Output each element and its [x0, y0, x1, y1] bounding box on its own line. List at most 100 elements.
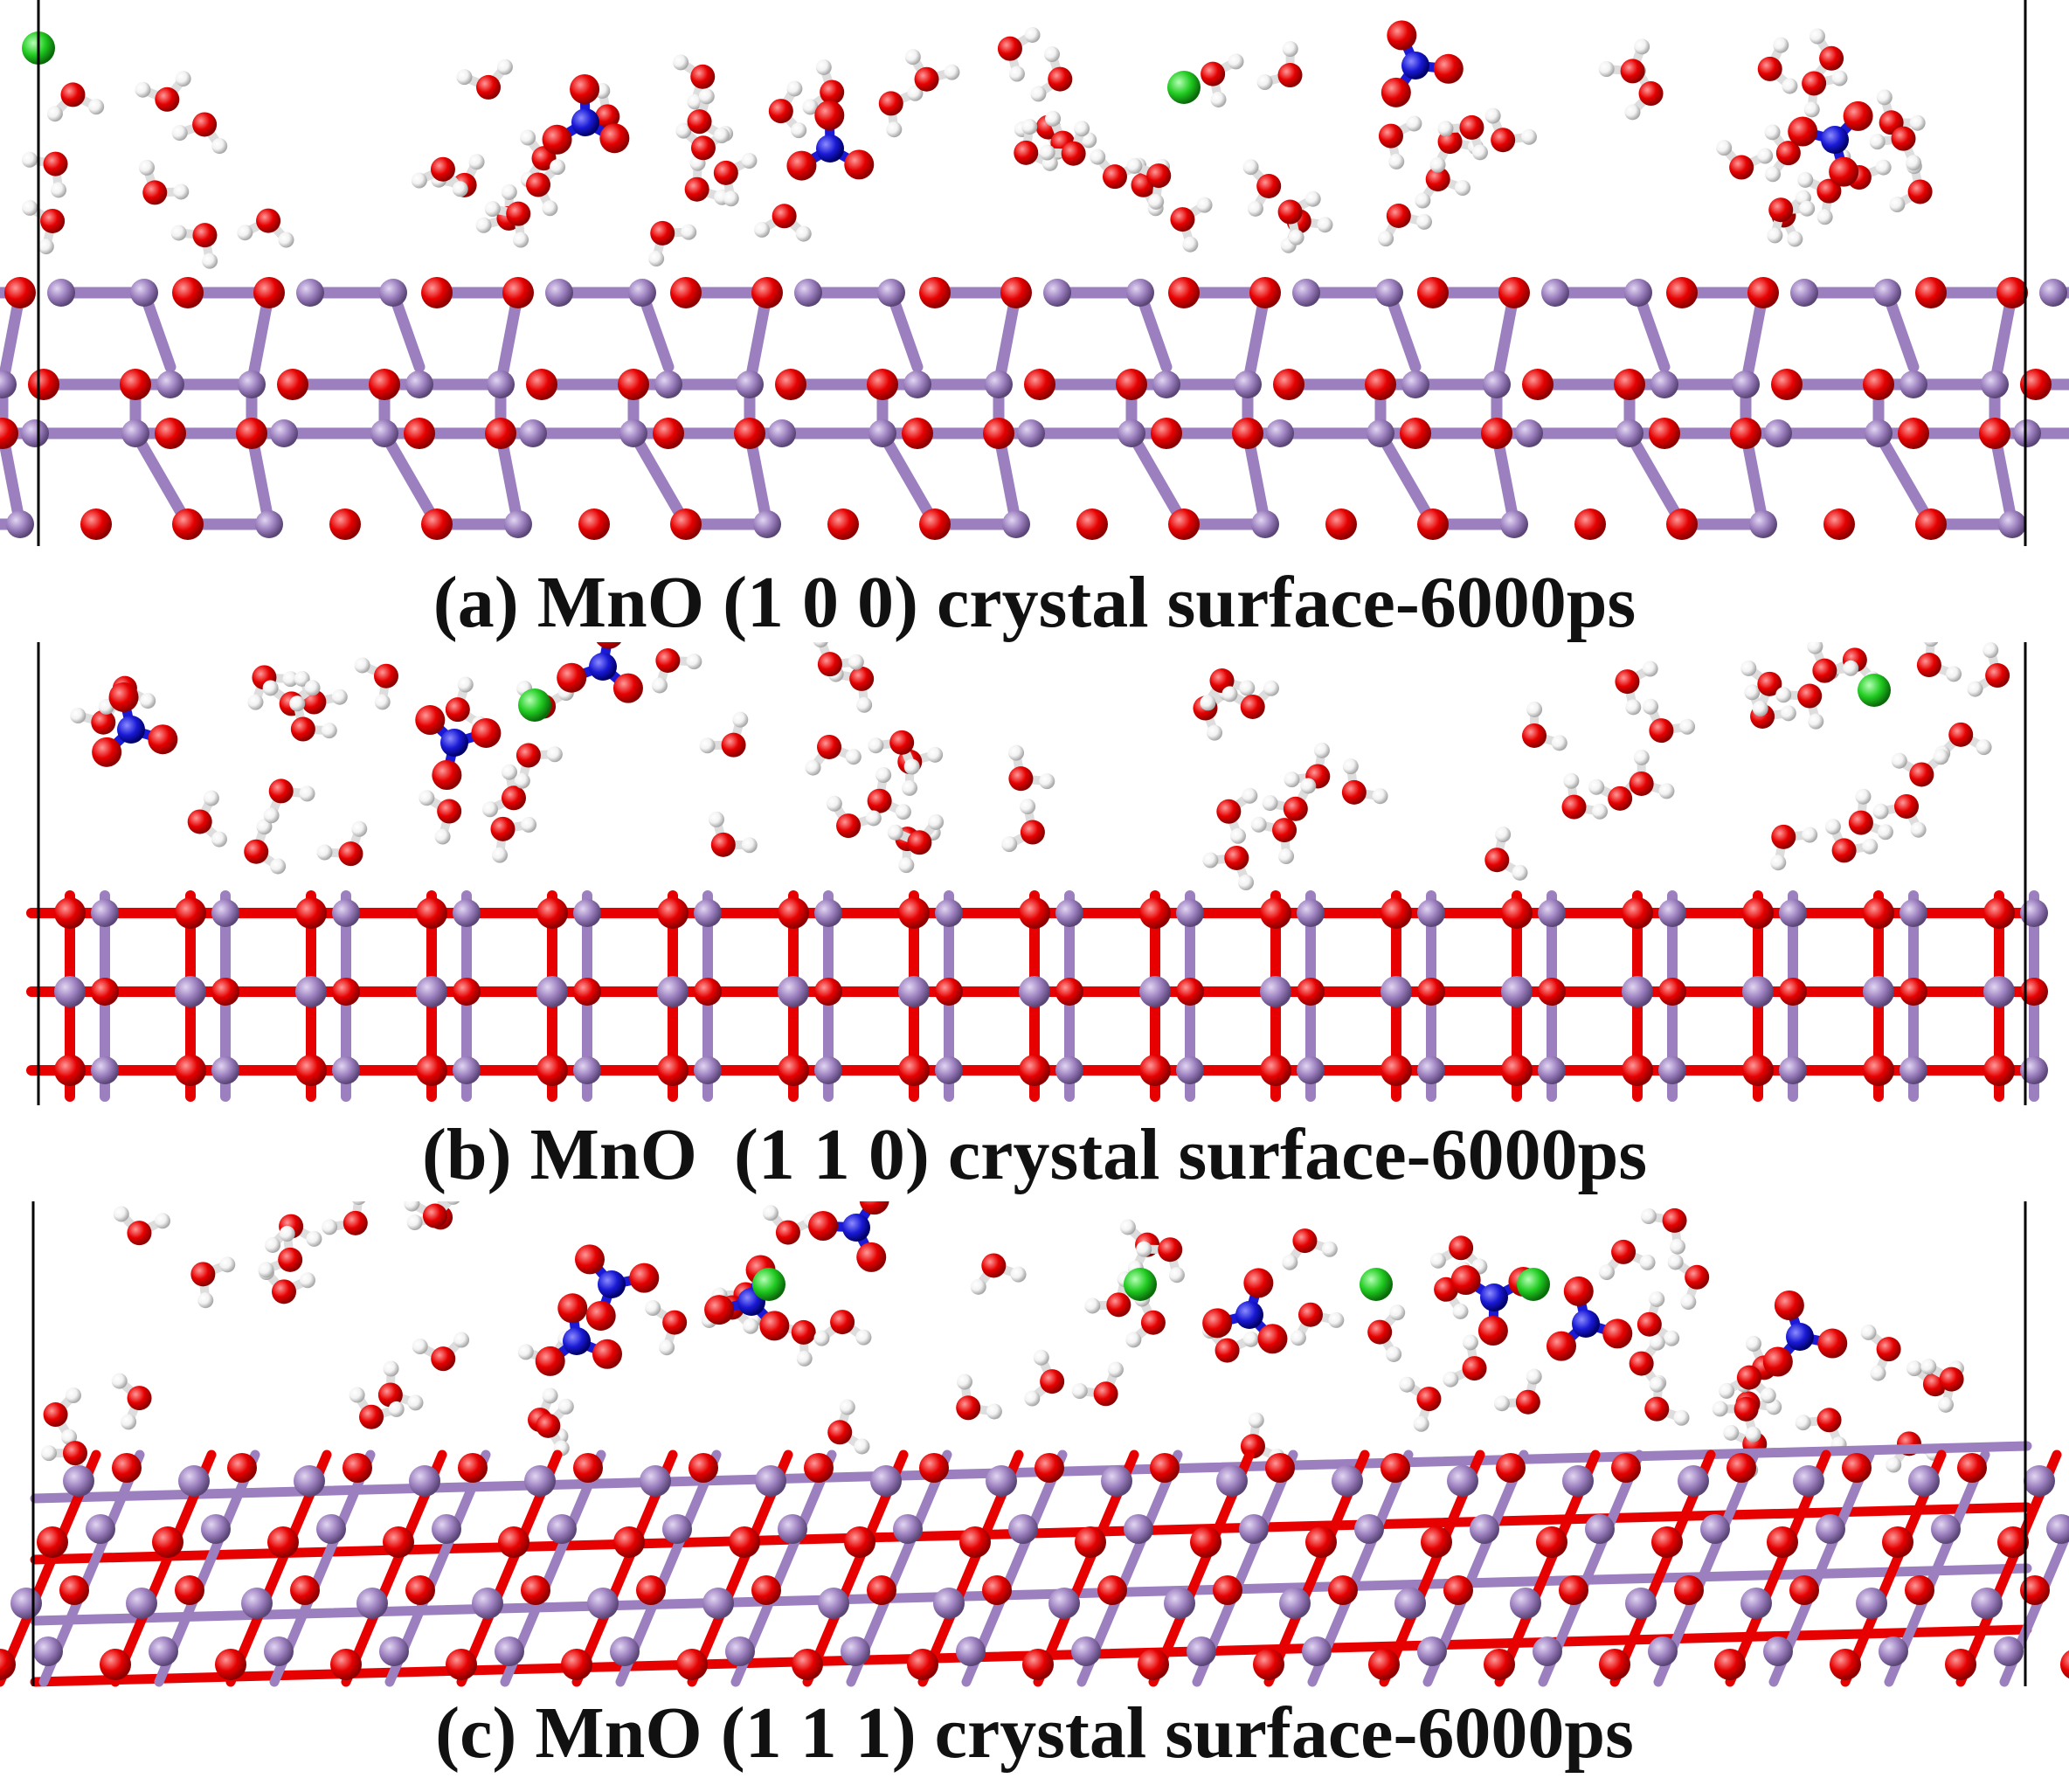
manganese-atom: [1658, 1056, 1686, 1084]
panel-c-caption: (c) MnO (1 1 1) crystal surface-6000ps: [435, 1692, 1634, 1774]
oxygen-atom: [1365, 369, 1396, 400]
oxygen-atom: [502, 785, 527, 811]
oxygen-atom: [1829, 156, 1859, 187]
hydrogen-atom: [1745, 1426, 1761, 1443]
manganese-atom: [1899, 1056, 1927, 1084]
manganese-atom: [1375, 279, 1403, 307]
manganese-atom: [1764, 419, 1792, 447]
manganese-atom: [1981, 370, 2009, 398]
hydrogen-atom: [140, 693, 156, 709]
manganese-atom: [54, 976, 86, 1007]
hydrogen-atom: [1282, 41, 1298, 58]
manganese-atom: [91, 1056, 119, 1084]
manganese-atom: [1732, 370, 1760, 398]
hydrogen-atom: [51, 182, 67, 198]
oxygen-atom: [40, 208, 66, 233]
manganese-atom: [1585, 1514, 1615, 1544]
oxygen-atom: [775, 369, 806, 400]
oxygen-atom: [1202, 1308, 1233, 1339]
manganese-atom: [255, 510, 283, 538]
chlorine-atom: [1167, 71, 1201, 104]
manganese-atom: [1779, 1056, 1807, 1084]
hydrogen-atom: [388, 1401, 405, 1417]
hydrogen-atom: [875, 767, 892, 784]
manganese-atom: [1763, 1636, 1793, 1666]
oxygen-atom: [416, 897, 447, 929]
oxygen-atom: [1789, 1575, 1819, 1605]
manganese-atom: [2013, 419, 2041, 447]
manganese-atom: [725, 1636, 755, 1666]
oxygen-atom: [1882, 1526, 1913, 1558]
hydrogen-atom: [1891, 752, 1907, 769]
manganese-atom: [2046, 1514, 2069, 1544]
hydrogen-atom: [170, 225, 187, 241]
oxygen-atom: [1224, 845, 1249, 870]
oxygen-atom: [1170, 207, 1195, 232]
hydrogen-atom: [1765, 166, 1782, 183]
hydrogen-atom: [1520, 128, 1537, 145]
hydrogen-atom: [299, 785, 315, 802]
manganese-atom: [1118, 419, 1145, 447]
manganese-atom: [1650, 370, 1678, 398]
hydrogen-atom: [907, 85, 924, 101]
manganese-atom: [1002, 510, 1030, 538]
oxygen-atom: [1602, 1318, 1633, 1349]
hydrogen-atom: [542, 200, 558, 217]
hydrogen-atom: [1084, 1297, 1101, 1314]
hydrogen-atom: [446, 1201, 460, 1205]
oxygen-atom: [1538, 978, 1566, 1006]
oxygen-atom: [1599, 1649, 1630, 1680]
manganese-atom: [1742, 976, 1774, 1007]
oxygen-atom: [175, 1575, 204, 1605]
oxygen-atom: [1863, 897, 1894, 929]
manganese-atom: [126, 1588, 157, 1619]
hydrogen-atom: [492, 847, 509, 863]
oxygen-atom: [867, 369, 898, 400]
oxygen-atom: [1450, 1265, 1481, 1296]
oxygen-atom: [43, 1402, 68, 1428]
hydrogen-atom: [1598, 61, 1615, 78]
oxygen-atom: [1138, 1649, 1169, 1680]
bond: [876, 427, 941, 530]
hydrogen-atom: [1780, 705, 1796, 722]
oxygen-atom: [1812, 658, 1837, 683]
hydrogen-atom: [1625, 699, 1642, 716]
oxygen-atom: [4, 277, 36, 308]
oxygen-atom: [1644, 1396, 1670, 1422]
oxygen-atom: [1819, 45, 1844, 71]
hydrogen-atom: [1229, 827, 1246, 844]
manganese-atom: [1648, 1636, 1678, 1666]
oxygen-atom: [1863, 369, 1894, 400]
manganese-atom: [1367, 419, 1394, 447]
hydrogen-atom: [419, 790, 435, 806]
manganese-atom: [755, 1465, 786, 1497]
hydrogen-atom: [928, 813, 945, 830]
manganese-atom: [986, 1465, 1017, 1497]
manganese-atom: [149, 1636, 178, 1666]
hydrogen-atom: [258, 1262, 274, 1278]
manganese-atom: [547, 1514, 577, 1544]
oxygen-atom: [175, 897, 206, 929]
oxygen-atom: [369, 369, 400, 400]
oxygen-atom: [490, 816, 516, 841]
hydrogen-atom: [895, 804, 911, 820]
oxygen-atom: [1726, 1453, 1756, 1483]
oxygen-atom: [768, 99, 793, 124]
nitrogen-atom: [1572, 1310, 1600, 1338]
oxygen-atom: [155, 86, 180, 112]
oxygen-atom: [1771, 824, 1796, 849]
oxygen-atom: [814, 100, 845, 131]
hydrogen-atom: [1119, 1219, 1136, 1235]
hydrogen-atom: [1745, 1335, 1761, 1352]
oxygen-atom: [650, 220, 675, 246]
manganese-atom: [1292, 279, 1320, 307]
manganese-atom: [870, 1465, 902, 1497]
hydrogen-atom: [1716, 140, 1733, 156]
oxygen-atom: [1273, 369, 1304, 400]
hydrogen-atom: [927, 746, 944, 763]
oxygen-atom: [1622, 897, 1653, 929]
oxygen-atom: [613, 1526, 645, 1558]
oxygen-atom: [1757, 671, 1782, 696]
oxygen-atom: [1380, 1055, 1412, 1086]
manganese-atom: [33, 1636, 63, 1666]
